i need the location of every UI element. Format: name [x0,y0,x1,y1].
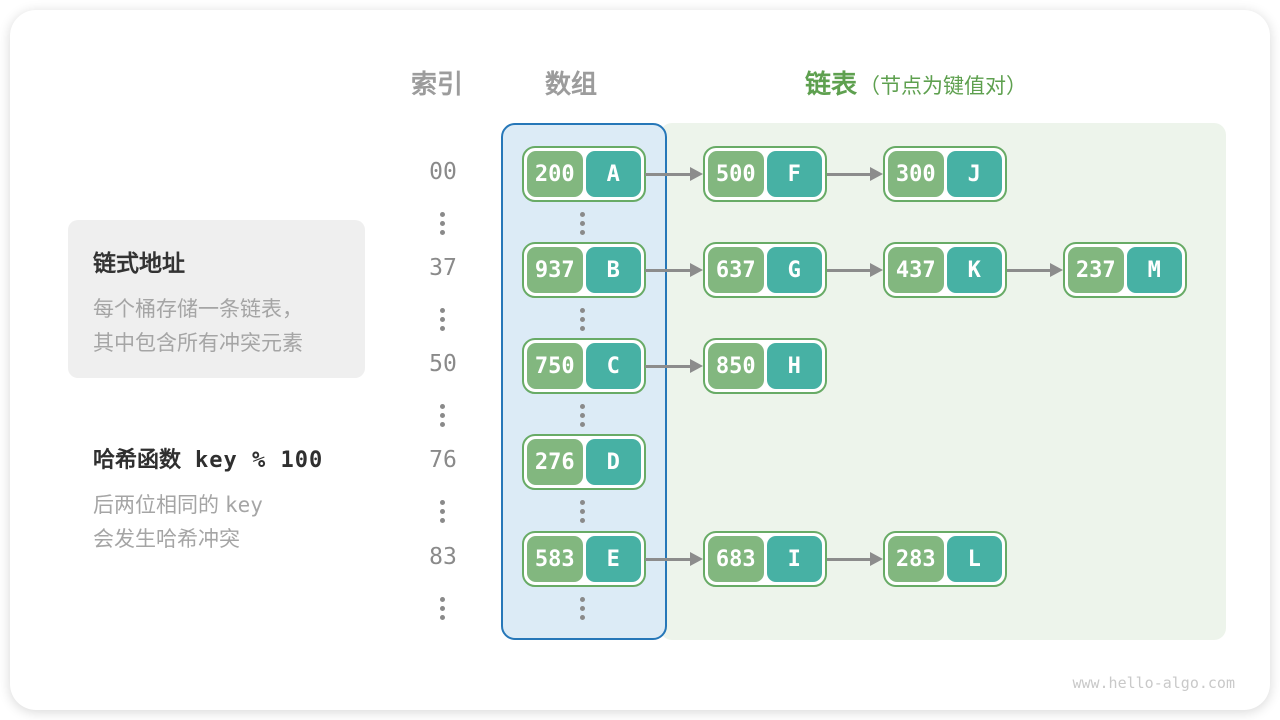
array-node: 276 D [522,434,646,490]
header-array: 数组 [544,70,597,100]
node-value: H [766,343,822,389]
index-label: 76 [429,447,457,473]
list-node: 437 K [883,242,1007,298]
list-node: 300 J [883,146,1007,202]
list-node: 683 I [703,531,827,587]
node-value: B [585,247,641,293]
node-value: K [946,247,1002,293]
chaining-info-box: 链式地址 每个桶存储一条链表， 其中包含所有冲突元素 [68,220,365,378]
hash-function-title: 哈希函数 key % 100 [93,442,323,474]
node-value: A [585,151,641,197]
node-key: 276 [527,439,583,485]
header-list-note: （节点为键值对） [859,74,1028,98]
arrow-right [645,167,703,181]
header-index: 索引 [410,70,463,100]
node-key: 437 [888,247,944,293]
node-value: I [766,536,822,582]
hash-function-formula: key % 100 [195,448,324,473]
list-node: 500 F [703,146,827,202]
node-key: 500 [708,151,764,197]
list-node: 637 G [703,242,827,298]
index-label: 83 [429,544,457,570]
index-label: 00 [429,159,457,185]
ellipsis-dots [440,597,445,620]
info-box-line: 每个桶存储一条链表， [93,297,303,321]
node-value: C [585,343,641,389]
node-key: 583 [527,536,583,582]
diagram-card: 索引 数组 链表 （节点为键值对） 链式地址 每个桶存储一条链表， 其中包含所有… [10,10,1270,710]
array-node: 583 E [522,531,646,587]
node-key: 850 [708,343,764,389]
arrow-right [827,263,883,277]
info-box-line: 其中包含所有冲突元素 [93,331,303,355]
node-key: 237 [1068,247,1124,293]
list-node: 283 L [883,531,1007,587]
node-value: G [766,247,822,293]
list-node: 237 M [1063,242,1187,298]
node-value: D [585,439,641,485]
array-node: 937 B [522,242,646,298]
node-key: 300 [888,151,944,197]
hash-function-label: 哈希函数 [93,448,182,473]
array-node: 200 A [522,146,646,202]
ellipsis-dots [580,404,585,427]
node-key: 283 [888,536,944,582]
header-linked-list: 链表 （节点为键值对） [805,64,1027,101]
arrow-right [1007,263,1063,277]
node-value: M [1126,247,1182,293]
ellipsis-dots [440,500,445,523]
arrow-right [645,552,703,566]
node-key: 200 [527,151,583,197]
arrow-right [645,359,703,373]
info-box-title: 链式地址 [93,251,185,277]
node-key: 937 [527,247,583,293]
index-label: 50 [429,351,457,377]
ellipsis-dots [440,404,445,427]
arrow-right [827,167,883,181]
node-value: F [766,151,822,197]
ellipsis-dots [580,308,585,331]
index-label: 37 [429,255,457,281]
ellipsis-dots [580,212,585,235]
hash-note-line: 会发生哈希冲突 [93,527,240,551]
ellipsis-dots [440,212,445,235]
ellipsis-dots [440,308,445,331]
ellipsis-dots [580,597,585,620]
header-list-label: 链表 [805,70,858,100]
arrow-right [645,263,703,277]
node-value: J [946,151,1002,197]
ellipsis-dots [580,500,585,523]
node-key: 750 [527,343,583,389]
arrow-right [827,552,883,566]
node-key: 637 [708,247,764,293]
node-value: L [946,536,1002,582]
node-key: 683 [708,536,764,582]
node-value: E [585,536,641,582]
list-node: 850 H [703,338,827,394]
watermark-url: www.hello-algo.com [1072,674,1235,692]
array-node: 750 C [522,338,646,394]
